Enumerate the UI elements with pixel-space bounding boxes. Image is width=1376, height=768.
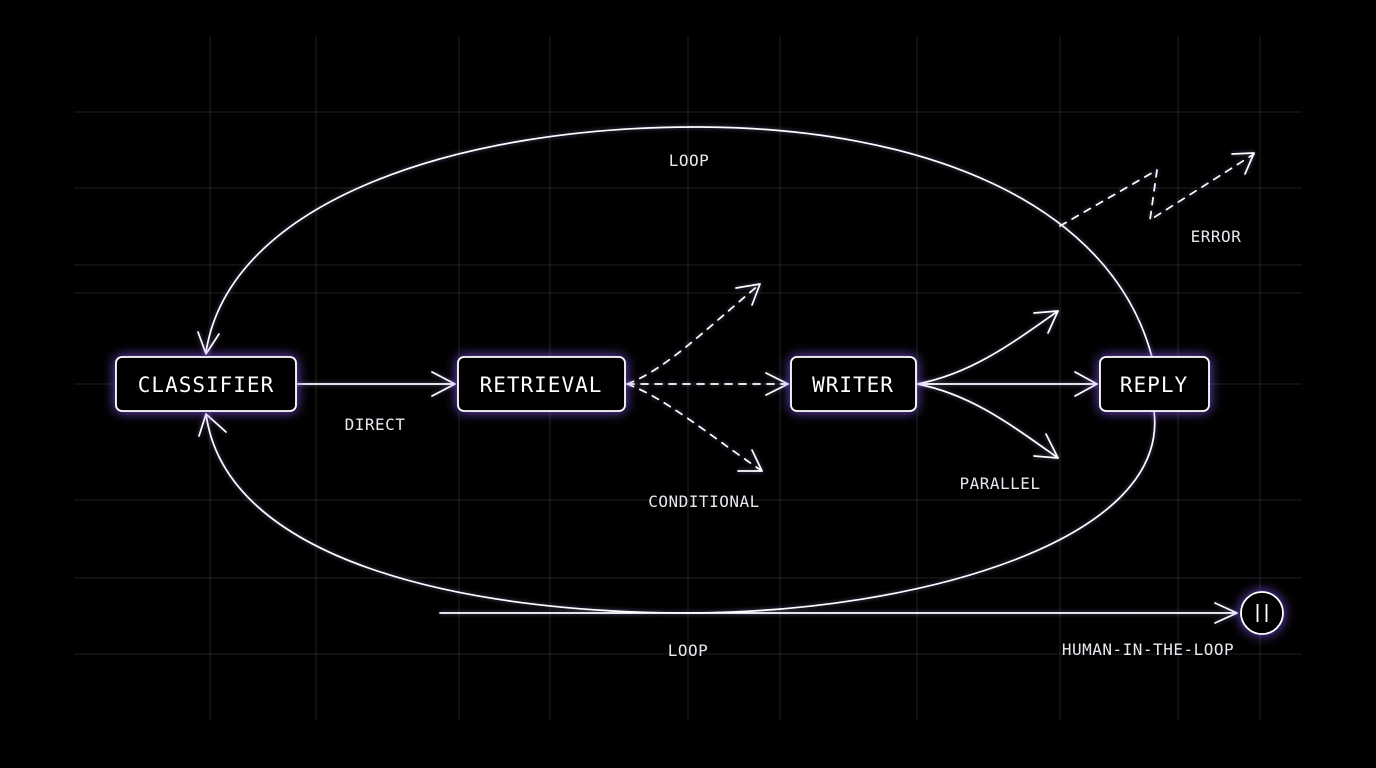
parallel-label: PARALLEL [959,474,1040,493]
parallel-arrowhead-up [1033,310,1059,334]
conditional-edge-up [626,283,761,385]
writer-label: WRITER [812,373,894,397]
classifier-label: CLASSIFIER [138,373,274,397]
conditional-arrowhead-up [735,283,761,306]
pause-icon[interactable] [1240,591,1284,635]
retrieval-label: RETRIEVAL [480,373,603,397]
conditional-arrowhead-down [737,449,763,472]
error-arrowhead [1231,152,1255,175]
error-edge [1059,153,1255,227]
direct-label: DIRECT [345,415,406,434]
loop-top-edge [205,126,1153,358]
reply-label: REPLY [1120,373,1188,397]
parallel-arrowhead-middle [1074,371,1098,397]
loop-top-label: LOOP [669,151,710,170]
classifier-node[interactable] [115,356,297,412]
error-label: ERROR [1191,227,1242,246]
parallel-edge-up [916,310,1059,385]
reply-node[interactable] [1099,356,1210,412]
loop-bottom-edge [205,410,1156,614]
conditional-edge-down [626,383,763,472]
retrieval-node[interactable] [457,356,626,412]
loop-bottom-arrowhead [198,413,227,437]
parallel-arrowhead-down [1033,433,1059,459]
direct-arrowhead [431,371,456,397]
loop-top-arrowhead [197,331,220,355]
loop-bottom-label: LOOP [668,641,709,660]
human-in-the-loop-arrowhead [1214,602,1238,624]
conditional-label: CONDITIONAL [648,492,759,511]
writer-node[interactable] [790,356,917,412]
human-in-the-loop-label: HUMAN-IN-THE-LOOP [1062,640,1234,659]
conditional-arrowhead-middle [765,372,789,396]
parallel-edge-down [916,383,1059,459]
